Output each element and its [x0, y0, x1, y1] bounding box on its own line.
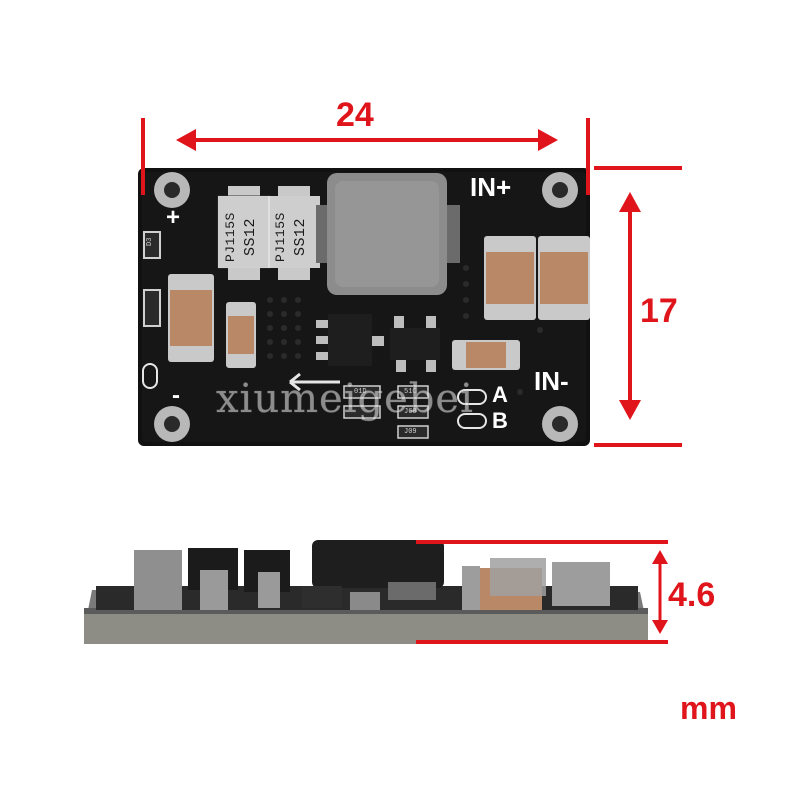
jumper-b-label: B [492, 408, 508, 433]
top-view: 24 17 IN+ IN- + - A B PJ115S SS12 PJ115S… [138, 96, 682, 447]
capacitor-right-2 [538, 236, 590, 320]
top-view-board-drawing [138, 118, 682, 447]
thickness-dimension [416, 540, 668, 644]
out-plus-label: + [166, 204, 181, 231]
smd-code-d3: D3 [146, 237, 154, 246]
diode-2-marking-line2: SS12 [292, 217, 309, 256]
inductor [316, 173, 460, 295]
diode-1-marking-line1: PJ115S [223, 212, 238, 262]
width-dimension [141, 118, 590, 195]
unit-label: mm [680, 690, 737, 726]
smd-code-51c: 51C [404, 388, 417, 396]
smd-code-j09: J09 [404, 428, 417, 436]
smd-code-j68: J68 [404, 408, 417, 416]
capacitor-left [168, 274, 214, 362]
jumper-a-label: A [492, 382, 508, 407]
in-plus-label: IN+ [470, 172, 512, 202]
mounting-hole-bottom-left [154, 406, 190, 442]
smd-code-01d: 01D [354, 388, 367, 396]
capacitor-small [226, 302, 256, 368]
side-view-board-drawing [84, 540, 668, 644]
diode-2-marking-line1: PJ115S [273, 212, 288, 262]
ic-chip-2 [390, 316, 440, 372]
mounting-hole-top-left [154, 172, 190, 208]
width-label: 24 [336, 96, 374, 134]
diode-2 [268, 186, 320, 280]
height-dimension [594, 166, 682, 447]
height-label: 17 [640, 292, 678, 330]
mounting-hole-top-right [542, 172, 578, 208]
capacitor-right-1 [484, 236, 536, 320]
side-view: 4.6 [0, 500, 800, 680]
in-minus-label: IN- [534, 366, 569, 396]
diode-1 [217, 186, 271, 280]
ic-chip-1 [316, 314, 384, 366]
diode-1-marking-line2: SS12 [242, 217, 259, 256]
out-minus-label: - [172, 382, 180, 409]
capacitor-horizontal [452, 340, 520, 370]
thickness-label: 4.6 [668, 576, 716, 614]
watermark: xiumeigebei [216, 376, 474, 423]
mounting-hole-bottom-right [542, 406, 578, 442]
